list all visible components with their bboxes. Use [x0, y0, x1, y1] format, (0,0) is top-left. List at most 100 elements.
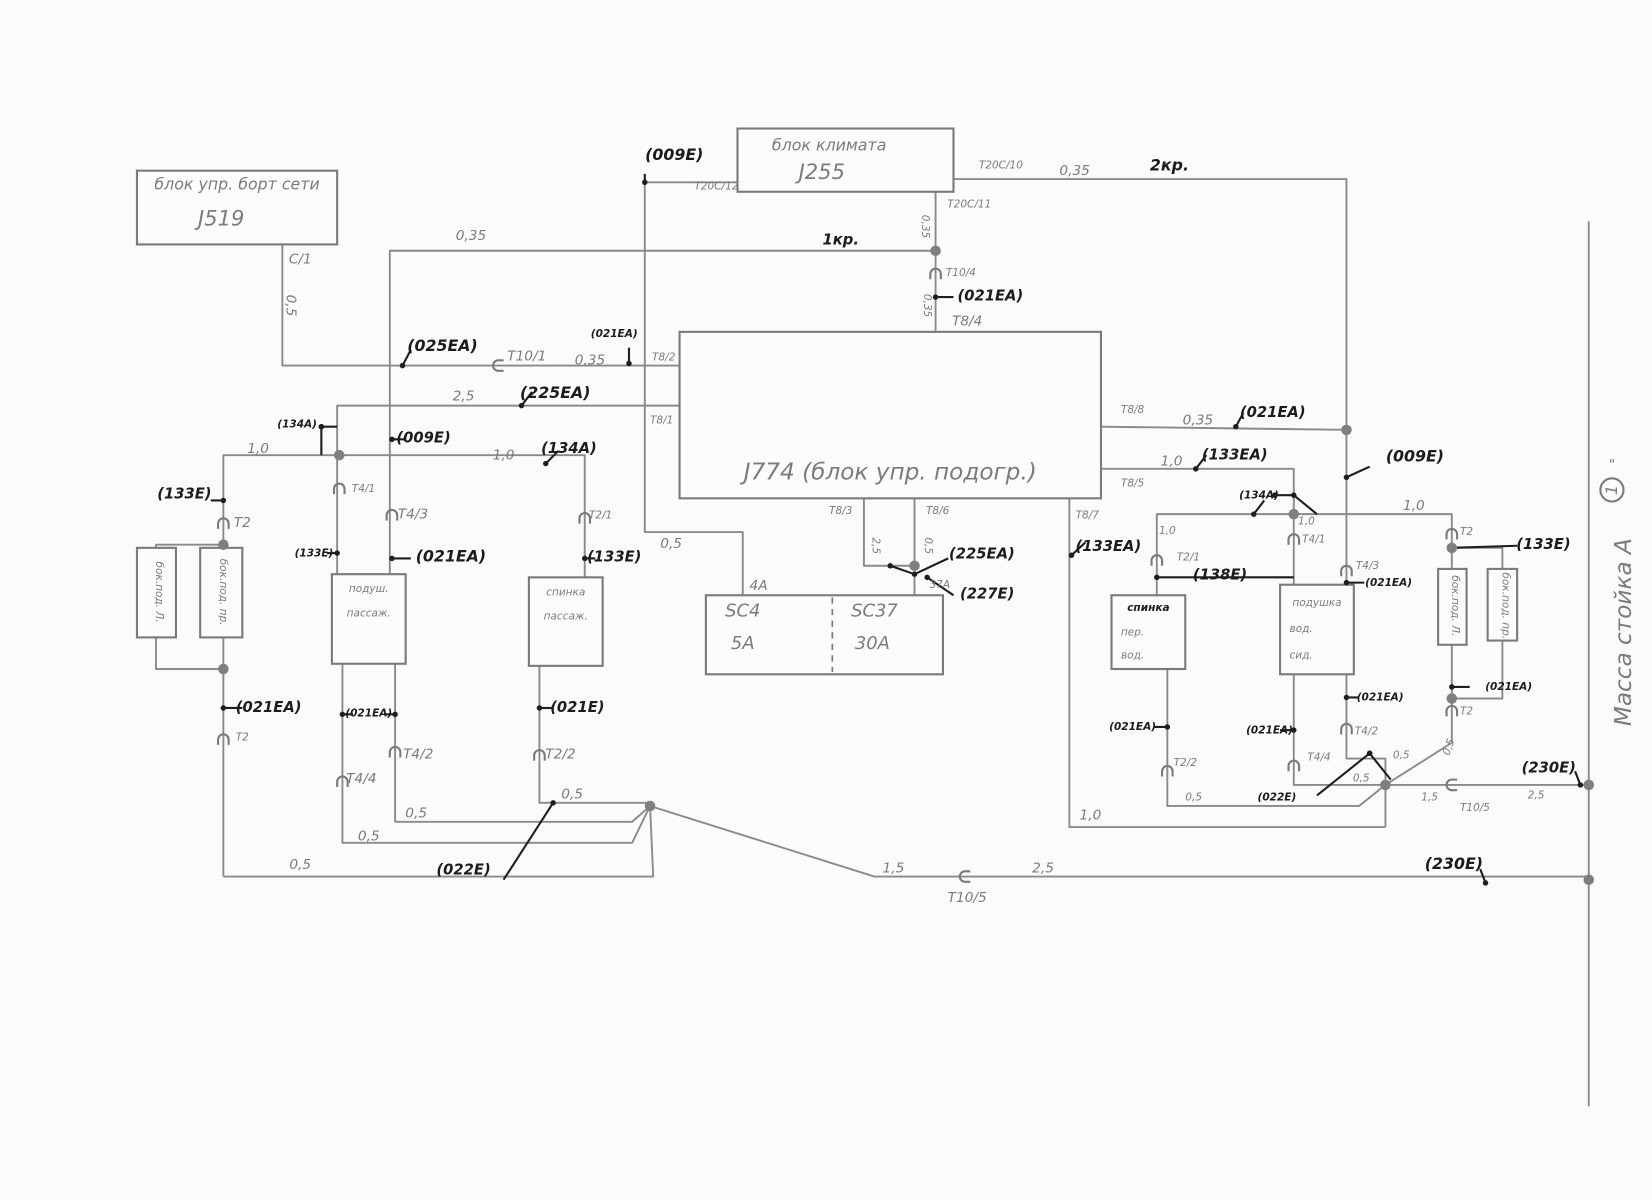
diagram-label: 1,0 [247, 441, 269, 457]
connector-icon [929, 267, 942, 280]
diagram-label: (134A) [1239, 489, 1279, 501]
driver-left-side-heater [1437, 567, 1468, 646]
diagram-label: 0,5 [283, 295, 299, 317]
heater-control-unit-j774 [678, 330, 1103, 500]
control-unit-j519 [135, 169, 339, 246]
connector-icon [578, 512, 592, 524]
diagram-label: 1,0 [1161, 454, 1183, 470]
diagram-label: T10/5 [948, 890, 987, 906]
diagram-label: T2 [236, 732, 249, 744]
callout-dot [389, 436, 395, 443]
connector-icon [1340, 564, 1353, 577]
diagram-label: 0,5 [358, 829, 380, 845]
callout-dot [220, 497, 227, 504]
wire [1451, 546, 1504, 569]
callout-dot [550, 800, 556, 806]
diagram-label: (021EA) [345, 707, 392, 719]
diagram-label: (022E) [436, 861, 490, 878]
climate-unit-j255 [736, 127, 955, 193]
diagram-label: T8/2 [652, 351, 676, 363]
wire [336, 404, 680, 575]
callout-dot [518, 402, 525, 409]
diagram-label: T4/2 [403, 747, 433, 763]
junction-dot [1583, 874, 1595, 885]
callout-line [502, 802, 555, 881]
callout-dot [1343, 474, 1350, 480]
diagram-label: 1,0 [1080, 808, 1102, 824]
wire [538, 665, 651, 804]
diagram-label: бок.под. пр. [1499, 572, 1511, 639]
diagram-label: (133E) [587, 549, 641, 566]
diagram-label: бок.под. Л. [153, 562, 165, 623]
callout-dot [536, 705, 543, 711]
callout-dot [924, 574, 930, 581]
callout-dot [339, 711, 346, 718]
callout-dot [1272, 492, 1278, 498]
diagram-label: 1,0 [1298, 516, 1315, 528]
diagram-label: (021EA) [1357, 692, 1404, 704]
callout-line [520, 391, 533, 407]
wires [154, 178, 1590, 1107]
diagram-label: 4A [750, 578, 768, 594]
wire [1292, 674, 1386, 786]
diagram-label: (133EA) [1076, 538, 1142, 555]
diagram-label: пер. [1121, 626, 1144, 638]
callout-dot [1193, 466, 1199, 472]
diagram-label: 0,35 [456, 228, 486, 244]
connector-icon [217, 517, 230, 529]
diagram-label: пассаж. [544, 610, 588, 622]
driver-right-side-heater [1486, 567, 1519, 642]
diagram-label: (021EA) [1240, 404, 1306, 421]
passenger-cushion-heater [330, 573, 407, 665]
callout-dot [543, 460, 549, 467]
callout-dot [581, 555, 588, 562]
diagram-label: J774 (блок упр. подогр.) [740, 458, 1037, 485]
callout-line [401, 349, 412, 367]
diagram-label: 5A [731, 633, 755, 654]
diagram-label: 0,5 [922, 537, 934, 554]
ground-quote-mark: " [1609, 457, 1615, 473]
wire [1384, 698, 1453, 786]
diagram-label: (230E) [1425, 854, 1483, 873]
callout-line [1293, 494, 1318, 515]
diagram-label: (021EA) [416, 547, 486, 566]
connectors [217, 267, 1459, 883]
diagram-label: T10/4 [946, 267, 976, 279]
callout-dot [1233, 423, 1239, 430]
callout-dot [334, 550, 340, 556]
diagram-label: T8/6 [926, 505, 950, 517]
wire-code-callouts [210, 173, 1584, 886]
diagram-label: T8/7 [1076, 509, 1100, 521]
diagram-label: T4/4 [346, 771, 376, 787]
diagram-label: 0,35 [921, 294, 933, 318]
callout-dot [1291, 727, 1297, 733]
diagram-label: (009E) [645, 145, 703, 164]
junction-dot [1380, 779, 1391, 791]
diagram-label: T20C/11 [947, 199, 991, 211]
callout-line [1194, 454, 1208, 470]
connector-icon [332, 482, 346, 495]
callout-dot [626, 360, 632, 367]
diagram-label: 1,5 [1421, 792, 1438, 804]
diagram-label: подуш. [349, 583, 389, 595]
diagram-label: 0,5 [1353, 773, 1370, 785]
diagram-label: (133E) [157, 485, 211, 502]
wire [1166, 669, 1387, 807]
diagram-label: 0,5 [405, 806, 427, 822]
diagram-label: T4/4 [1307, 752, 1330, 764]
diagram-label: спинка [1127, 602, 1169, 614]
connector-icon [1150, 554, 1164, 566]
ground-symbol-icon: 1 " [1599, 457, 1625, 503]
wire [1450, 640, 1504, 700]
wire [281, 244, 680, 367]
diagram-label: (009E) [1386, 446, 1444, 465]
callout-line [914, 557, 949, 576]
diagram-label: T2 [234, 515, 251, 531]
diagram-label: (133E) [1516, 536, 1570, 553]
diagram-label: 1,5 [883, 860, 905, 876]
diagram-label: (021EA) [236, 699, 302, 716]
diagram-label: T8/1 [650, 415, 673, 427]
wire [394, 663, 651, 823]
diagram-label: пассаж. [347, 607, 391, 619]
diagram-label: 2кр. [1150, 156, 1189, 175]
